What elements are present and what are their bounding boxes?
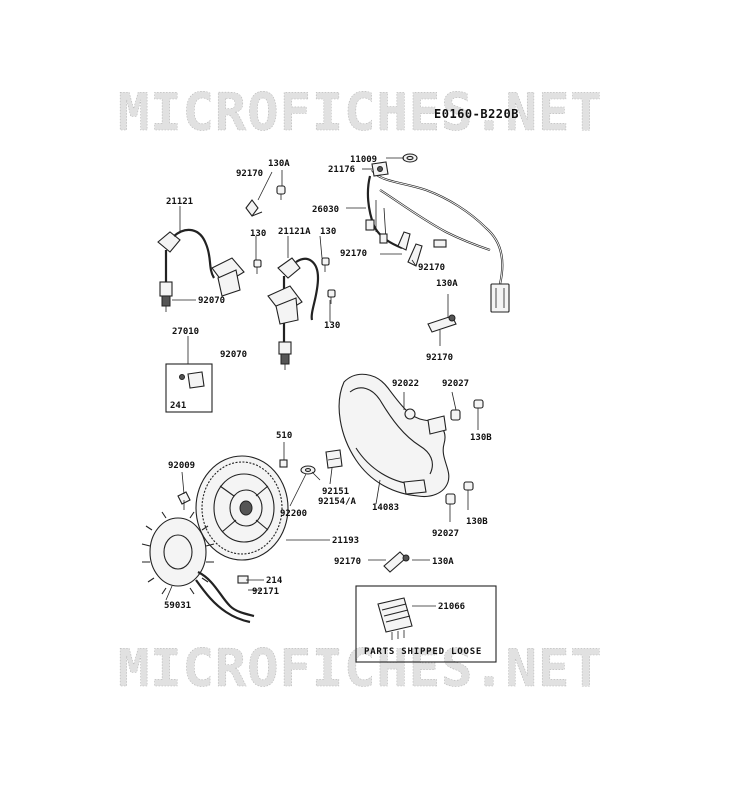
label-11009: 11009 [350,155,377,165]
ignition-coil-21121a [267,257,320,344]
label-130b-a: 130B [470,433,492,443]
label-92170-a: 92170 [236,169,263,179]
label-241: 241 [170,401,186,411]
label-92170-d: 92170 [426,353,453,363]
label-92009: 92009 [168,461,195,471]
watermark-bottom: MICROFICHES.NET [118,639,603,699]
collar-92027-b [445,493,456,505]
label-214: 214 [266,576,283,586]
clamp-92170-a [245,199,263,217]
bolt-130-c [327,289,336,304]
label-130-b: 130 [320,227,336,237]
label-26030: 26030 [312,205,339,215]
switch-21176 [371,161,389,177]
label-92170-e: 92170 [334,557,361,567]
label-59031: 59031 [164,601,191,611]
blower-housing-14083 [338,373,450,498]
label-92027-a: 92027 [442,379,469,389]
label-92022: 92022 [392,379,419,389]
bolt-130b-a [473,399,484,418]
clamp-92170-b [397,231,411,251]
nut-92151 [325,449,343,469]
collar-92027-a [450,409,461,421]
label-92171: 92171 [252,587,279,597]
label-130a-b: 130A [436,279,458,289]
label-130b-b: 130B [466,517,488,527]
label-92070-b: 92070 [220,350,247,360]
bolt-130a-top [276,185,286,200]
key-510 [279,459,288,468]
label-92170-c: 92170 [418,263,445,273]
parts-shipped-loose-label: PARTS SHIPPED LOOSE [364,647,482,657]
watermark-top: MICROFICHES.NET [118,83,603,143]
label-21121: 21121 [166,197,193,207]
washer-92200 [300,465,316,475]
label-92070-a: 92070 [198,296,225,306]
label-92154a: 92154/A [318,497,357,507]
screw-92009 [177,491,191,510]
bolt-130-a [253,259,262,274]
label-130a-c: 130A [432,557,454,567]
spark-plug-92070-b [278,341,292,370]
flywheel-21193 [195,455,289,561]
label-130a-a: 130A [268,159,290,169]
label-130-a: 130 [250,229,266,239]
label-92027-b: 92027 [432,529,459,539]
spark-plug-92070-a [159,281,173,312]
seal-11009 [402,153,418,163]
label-21176: 21176 [328,165,355,175]
bolt-130-b [321,257,330,272]
leader-lines [165,157,479,607]
label-14083: 14083 [372,503,399,513]
label-21066: 21066 [438,602,465,612]
label-92170-b: 92170 [340,249,367,259]
kit-27010 [165,363,213,413]
label-130-c: 130 [324,321,340,331]
label-21121a: 21121A [278,227,311,237]
diagram-code: E0160-B220B [434,107,519,121]
label-27010: 27010 [172,327,199,337]
label-510: 510 [276,431,292,441]
parts-shipped-loose-box [355,585,497,663]
clamp-92170-c [407,243,423,267]
label-21193: 21193 [332,536,359,546]
wiring-harness [365,169,510,313]
label-92200: 92200 [280,509,307,519]
label-92151: 92151 [322,487,349,497]
clamp-92170-e [383,551,410,573]
stator-59031 [141,511,255,624]
clamp-92170-d [427,314,457,333]
bolt-130b-b [463,481,474,500]
ignition-coil-21121 [157,228,245,297]
